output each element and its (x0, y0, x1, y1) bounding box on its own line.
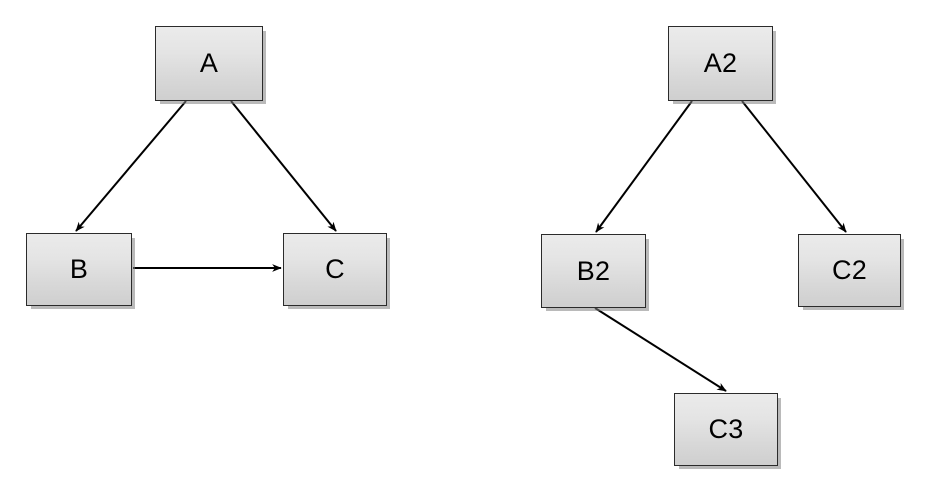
edge-a-b[interactable] (75, 100, 187, 232)
edge-a2-b2[interactable] (595, 100, 693, 233)
node-label: C3 (708, 414, 744, 444)
node-a[interactable]: A (155, 26, 263, 101)
node-label: A (199, 48, 219, 78)
node-label: B (69, 254, 89, 284)
node-label: B2 (576, 255, 611, 286)
node-c[interactable]: C (283, 233, 387, 306)
node-a2[interactable]: A2 (668, 26, 773, 101)
node-label: C (325, 254, 345, 284)
node-c2[interactable]: C2 (798, 234, 901, 307)
node-b2[interactable]: B2 (541, 234, 646, 308)
edge-a2-c2[interactable] (741, 100, 847, 233)
node-c3[interactable]: C3 (674, 393, 778, 466)
node-label: C2 (832, 255, 867, 285)
edge-a-c[interactable] (230, 100, 337, 232)
node-label: A2 (703, 48, 738, 78)
edge-b2-c3[interactable] (594, 307, 727, 392)
node-b[interactable]: B (26, 233, 132, 306)
